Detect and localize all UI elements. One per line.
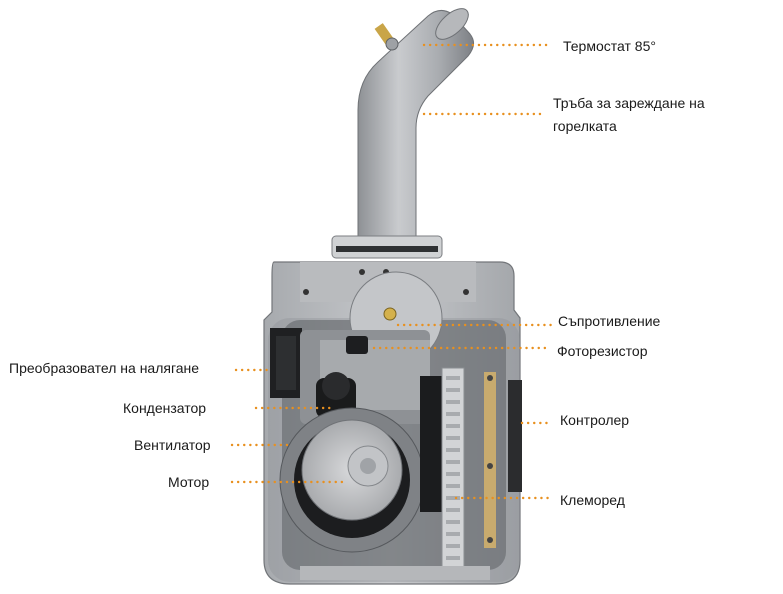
- label-terminal-block: Клеморед: [560, 492, 625, 508]
- label-capacitor: Кондензатор: [123, 400, 207, 416]
- pressure-transducer: [270, 328, 302, 398]
- pipe-flange: [331, 235, 443, 259]
- label-pipe-line1: Тръба за зареждане на: [553, 95, 705, 111]
- label-fan: Вентилатор: [134, 437, 211, 453]
- terminal-block: [420, 367, 465, 579]
- label-photoresistor: Фоторезистор: [557, 343, 648, 359]
- label-pipe-line2: горелката: [553, 118, 617, 134]
- photoresistor: [346, 336, 368, 354]
- controller-board: [484, 372, 522, 548]
- thermostat-sensor: [374, 23, 399, 51]
- label-motor: Мотор: [168, 474, 210, 490]
- label-pressure-transducer: Преобразовател на налягане: [9, 360, 200, 376]
- burner-pipe: [357, 8, 474, 251]
- bottom-frame: [300, 566, 490, 580]
- label-controller: Контролер: [560, 412, 630, 428]
- fan-housing: [279, 407, 425, 553]
- label-thermostat: Термостат 85°: [563, 38, 656, 54]
- label-resistor: Съпротивление: [558, 313, 661, 329]
